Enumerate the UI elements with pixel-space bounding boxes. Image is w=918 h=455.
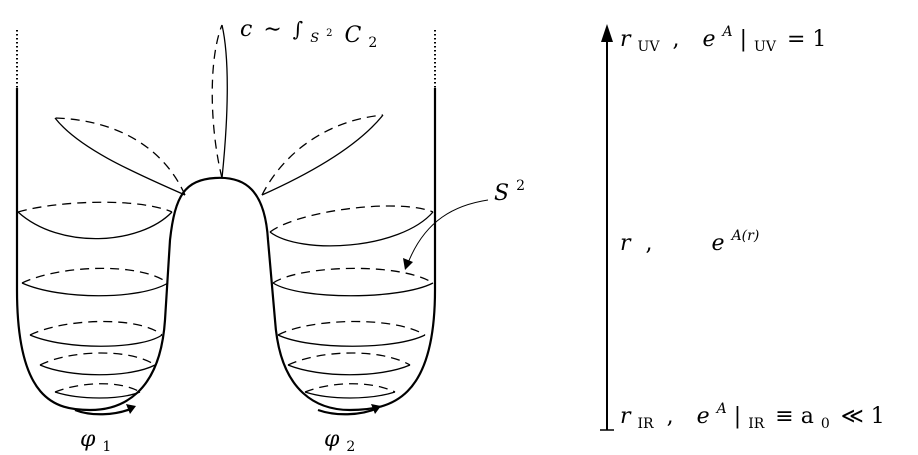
- petal-right-front: [261, 114, 384, 196]
- mid-label: r , e A(r): [620, 228, 759, 256]
- right-ring-2-front: [272, 282, 434, 297]
- left-ring-4-back: [39, 352, 156, 366]
- petal-right-back: [261, 114, 384, 196]
- left-ring-5-back: [54, 383, 141, 393]
- right-ring-4-front: [287, 364, 411, 376]
- s2-label: S 2: [494, 178, 525, 206]
- phi-arrows: [74, 404, 381, 416]
- left-ring-3-back: [29, 320, 163, 336]
- petal-center-back: [211, 24, 223, 179]
- top-label: c ∼ ∫ S 2 C 2: [240, 17, 377, 51]
- right-circles: [269, 205, 434, 399]
- petal-left-front: [54, 117, 186, 196]
- ir-label: r IR , e A | IR ≡ a 0 ≪ 1: [620, 394, 885, 434]
- right-ring-5-front: [304, 391, 396, 399]
- left-circles: [17, 201, 173, 399]
- right-ring-5-back: [304, 383, 396, 393]
- phi1-label: φ 1: [80, 427, 111, 455]
- left-ring-3-front: [29, 334, 163, 347]
- phi2-arrow: [317, 406, 379, 416]
- left-ring-1-front: [17, 211, 173, 240]
- left-ring-1-back: [17, 201, 173, 213]
- right-ring-4-back: [287, 352, 411, 366]
- right-ring-3-front: [277, 334, 426, 347]
- left-bowl: [15, 30, 437, 412]
- right-ring-3-back: [277, 320, 426, 336]
- right-ring-2-back: [272, 267, 434, 284]
- right-ring-1-front: [269, 211, 434, 247]
- left-ring-5-front: [54, 391, 141, 399]
- left-outer-wall: [15, 88, 437, 412]
- left-ring-2-front: [21, 282, 169, 297]
- phi1-arrow: [74, 406, 134, 416]
- left-ring-2-back: [21, 267, 169, 284]
- uv-label: r UV , e A | UV = 1: [620, 17, 826, 57]
- phi2-label: φ 2: [324, 427, 355, 455]
- radial-axis: [600, 24, 614, 431]
- left-ring-4-front: [39, 364, 156, 376]
- petals: [54, 24, 384, 196]
- petal-center-front: [221, 24, 228, 179]
- s2-pointer: [403, 199, 489, 270]
- right-ring-1-back: [269, 205, 434, 233]
- petal-left-back: [54, 117, 186, 196]
